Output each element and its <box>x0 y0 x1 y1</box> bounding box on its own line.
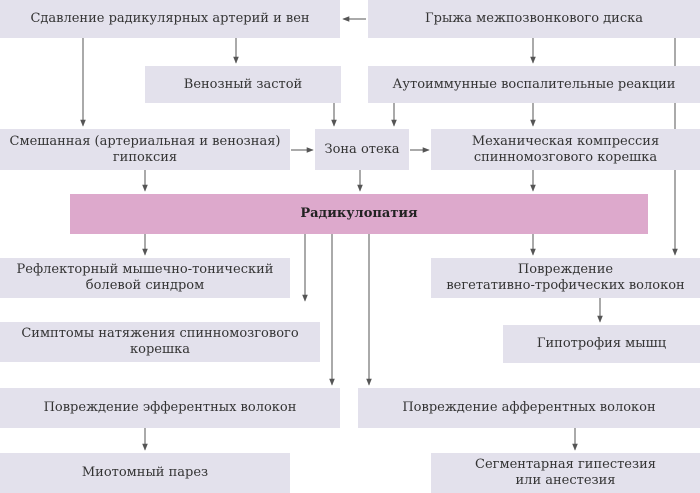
node-segmental-hypesthesia: Сегментарная гипестезия или анестезия <box>431 453 700 493</box>
node-reflex-syndrome: Рефлекторный мышечно-тонический болевой … <box>0 258 290 298</box>
node-autoimmune: Аутоиммунные воспалительные реакции <box>368 66 700 103</box>
node-disc-hernia: Грыжа межпозвонкового диска <box>368 0 700 38</box>
node-venous-stasis: Венозный застой <box>145 66 341 103</box>
node-mechanical-compression: Механическая компрессия спинномозгового … <box>431 129 700 170</box>
node-afferent-damage: Повреждение афферентных волокон <box>358 388 700 428</box>
node-mixed-hypoxia: Смешанная (артериальная и венозная) гипо… <box>0 129 290 170</box>
node-vegetative-damage: Повреждение вегетативно-трофических воло… <box>431 258 700 298</box>
node-efferent-damage: Повреждение эфферентных волокон <box>0 388 340 428</box>
node-compression-arteries: Сдавление радикулярных артерий и вен <box>0 0 340 38</box>
node-myotomal-paresis: Миотомный парез <box>0 453 290 493</box>
node-muscle-hypotrophy: Гипотрофия мышц <box>503 325 700 363</box>
node-radiculopathy: Радикулопатия <box>70 194 648 234</box>
node-edema-zone: Зона отека <box>315 129 409 170</box>
node-tension-symptoms: Симптомы натяжения спинномозгового кореш… <box>0 322 320 362</box>
